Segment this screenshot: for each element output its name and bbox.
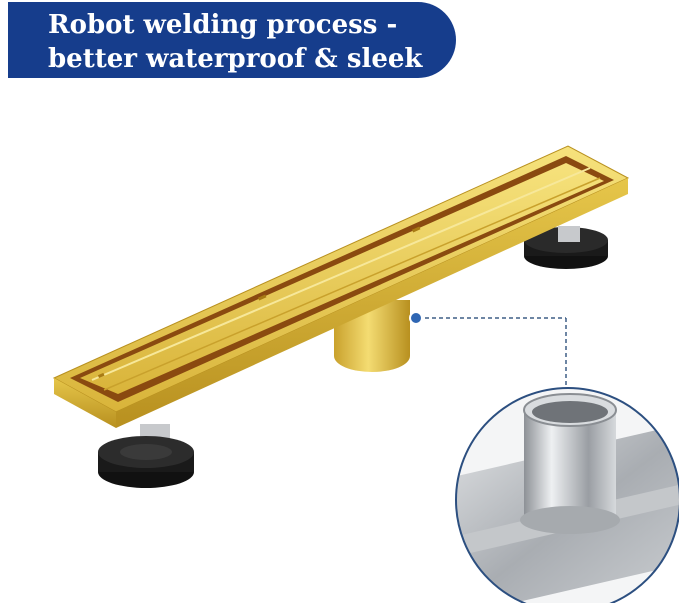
callout-connector: [409, 311, 567, 388]
headline-banner: Robot welding process - better waterproo…: [8, 2, 456, 78]
blue-dot-icon: [409, 311, 423, 325]
weld-detail-zoom: [455, 387, 679, 603]
leveling-foot-right: [524, 226, 608, 269]
headline-line-2: better waterproof & sleek: [48, 44, 423, 74]
gold-drain-channel: [52, 145, 630, 428]
leveling-foot-left: [98, 424, 194, 488]
headline-line-1: Robot welding process -: [48, 10, 398, 40]
